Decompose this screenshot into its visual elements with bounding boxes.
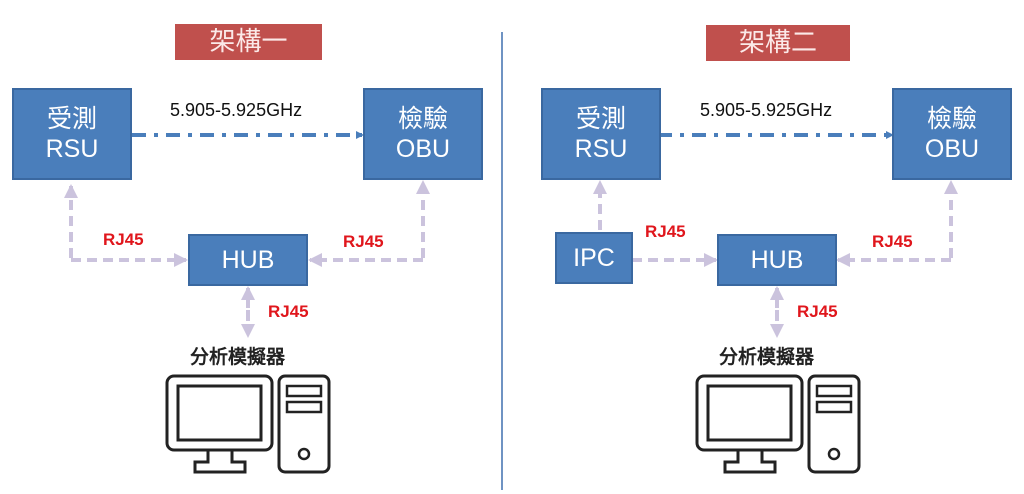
rsu-label-line2: RSU bbox=[574, 135, 628, 163]
ipc-box: IPC bbox=[555, 232, 633, 284]
hub-label: HUB bbox=[221, 246, 275, 274]
rj45-label-bottom: RJ45 bbox=[268, 302, 309, 321]
rsu-box: 受測 RSU bbox=[541, 88, 661, 180]
desktop-computer-icon bbox=[165, 374, 331, 474]
frequency-label: 5.905-5.925GHz bbox=[700, 100, 833, 120]
rj45-label-left: RJ45 bbox=[103, 230, 144, 249]
rj45-label-left: RJ45 bbox=[645, 222, 686, 241]
frequency-label: 5.905-5.925GHz bbox=[170, 100, 303, 120]
rj45-label-right: RJ45 bbox=[872, 232, 913, 251]
hub-label: HUB bbox=[750, 246, 804, 274]
rsu-label-line2: RSU bbox=[45, 135, 99, 163]
obu-label-line2: OBU bbox=[395, 135, 451, 163]
desktop-computer-icon bbox=[695, 374, 861, 474]
rsu-label-line1: 受測 bbox=[46, 105, 97, 133]
panel-1-title: 架構一 bbox=[175, 24, 322, 60]
hub-box: HUB bbox=[717, 234, 837, 286]
panel-2-title: 架構二 bbox=[706, 25, 850, 61]
analyzer-label: 分析模擬器 bbox=[719, 346, 815, 368]
obu-label-line1: 檢驗 bbox=[397, 105, 448, 133]
hub-box: HUB bbox=[188, 234, 308, 286]
obu-label-line1: 檢驗 bbox=[926, 105, 977, 133]
obu-label-line2: OBU bbox=[924, 135, 980, 163]
rsu-box: 受測 RSU bbox=[12, 88, 132, 180]
rsu-label-line1: 受測 bbox=[575, 105, 626, 133]
ipc-label: IPC bbox=[573, 244, 615, 272]
rj45-label-right: RJ45 bbox=[343, 232, 384, 251]
rj45-label-bottom: RJ45 bbox=[797, 302, 838, 321]
panel-divider bbox=[501, 32, 503, 490]
obu-box: 檢驗 OBU bbox=[892, 88, 1012, 180]
obu-box: 檢驗 OBU bbox=[363, 88, 483, 180]
analyzer-label: 分析模擬器 bbox=[190, 346, 286, 368]
